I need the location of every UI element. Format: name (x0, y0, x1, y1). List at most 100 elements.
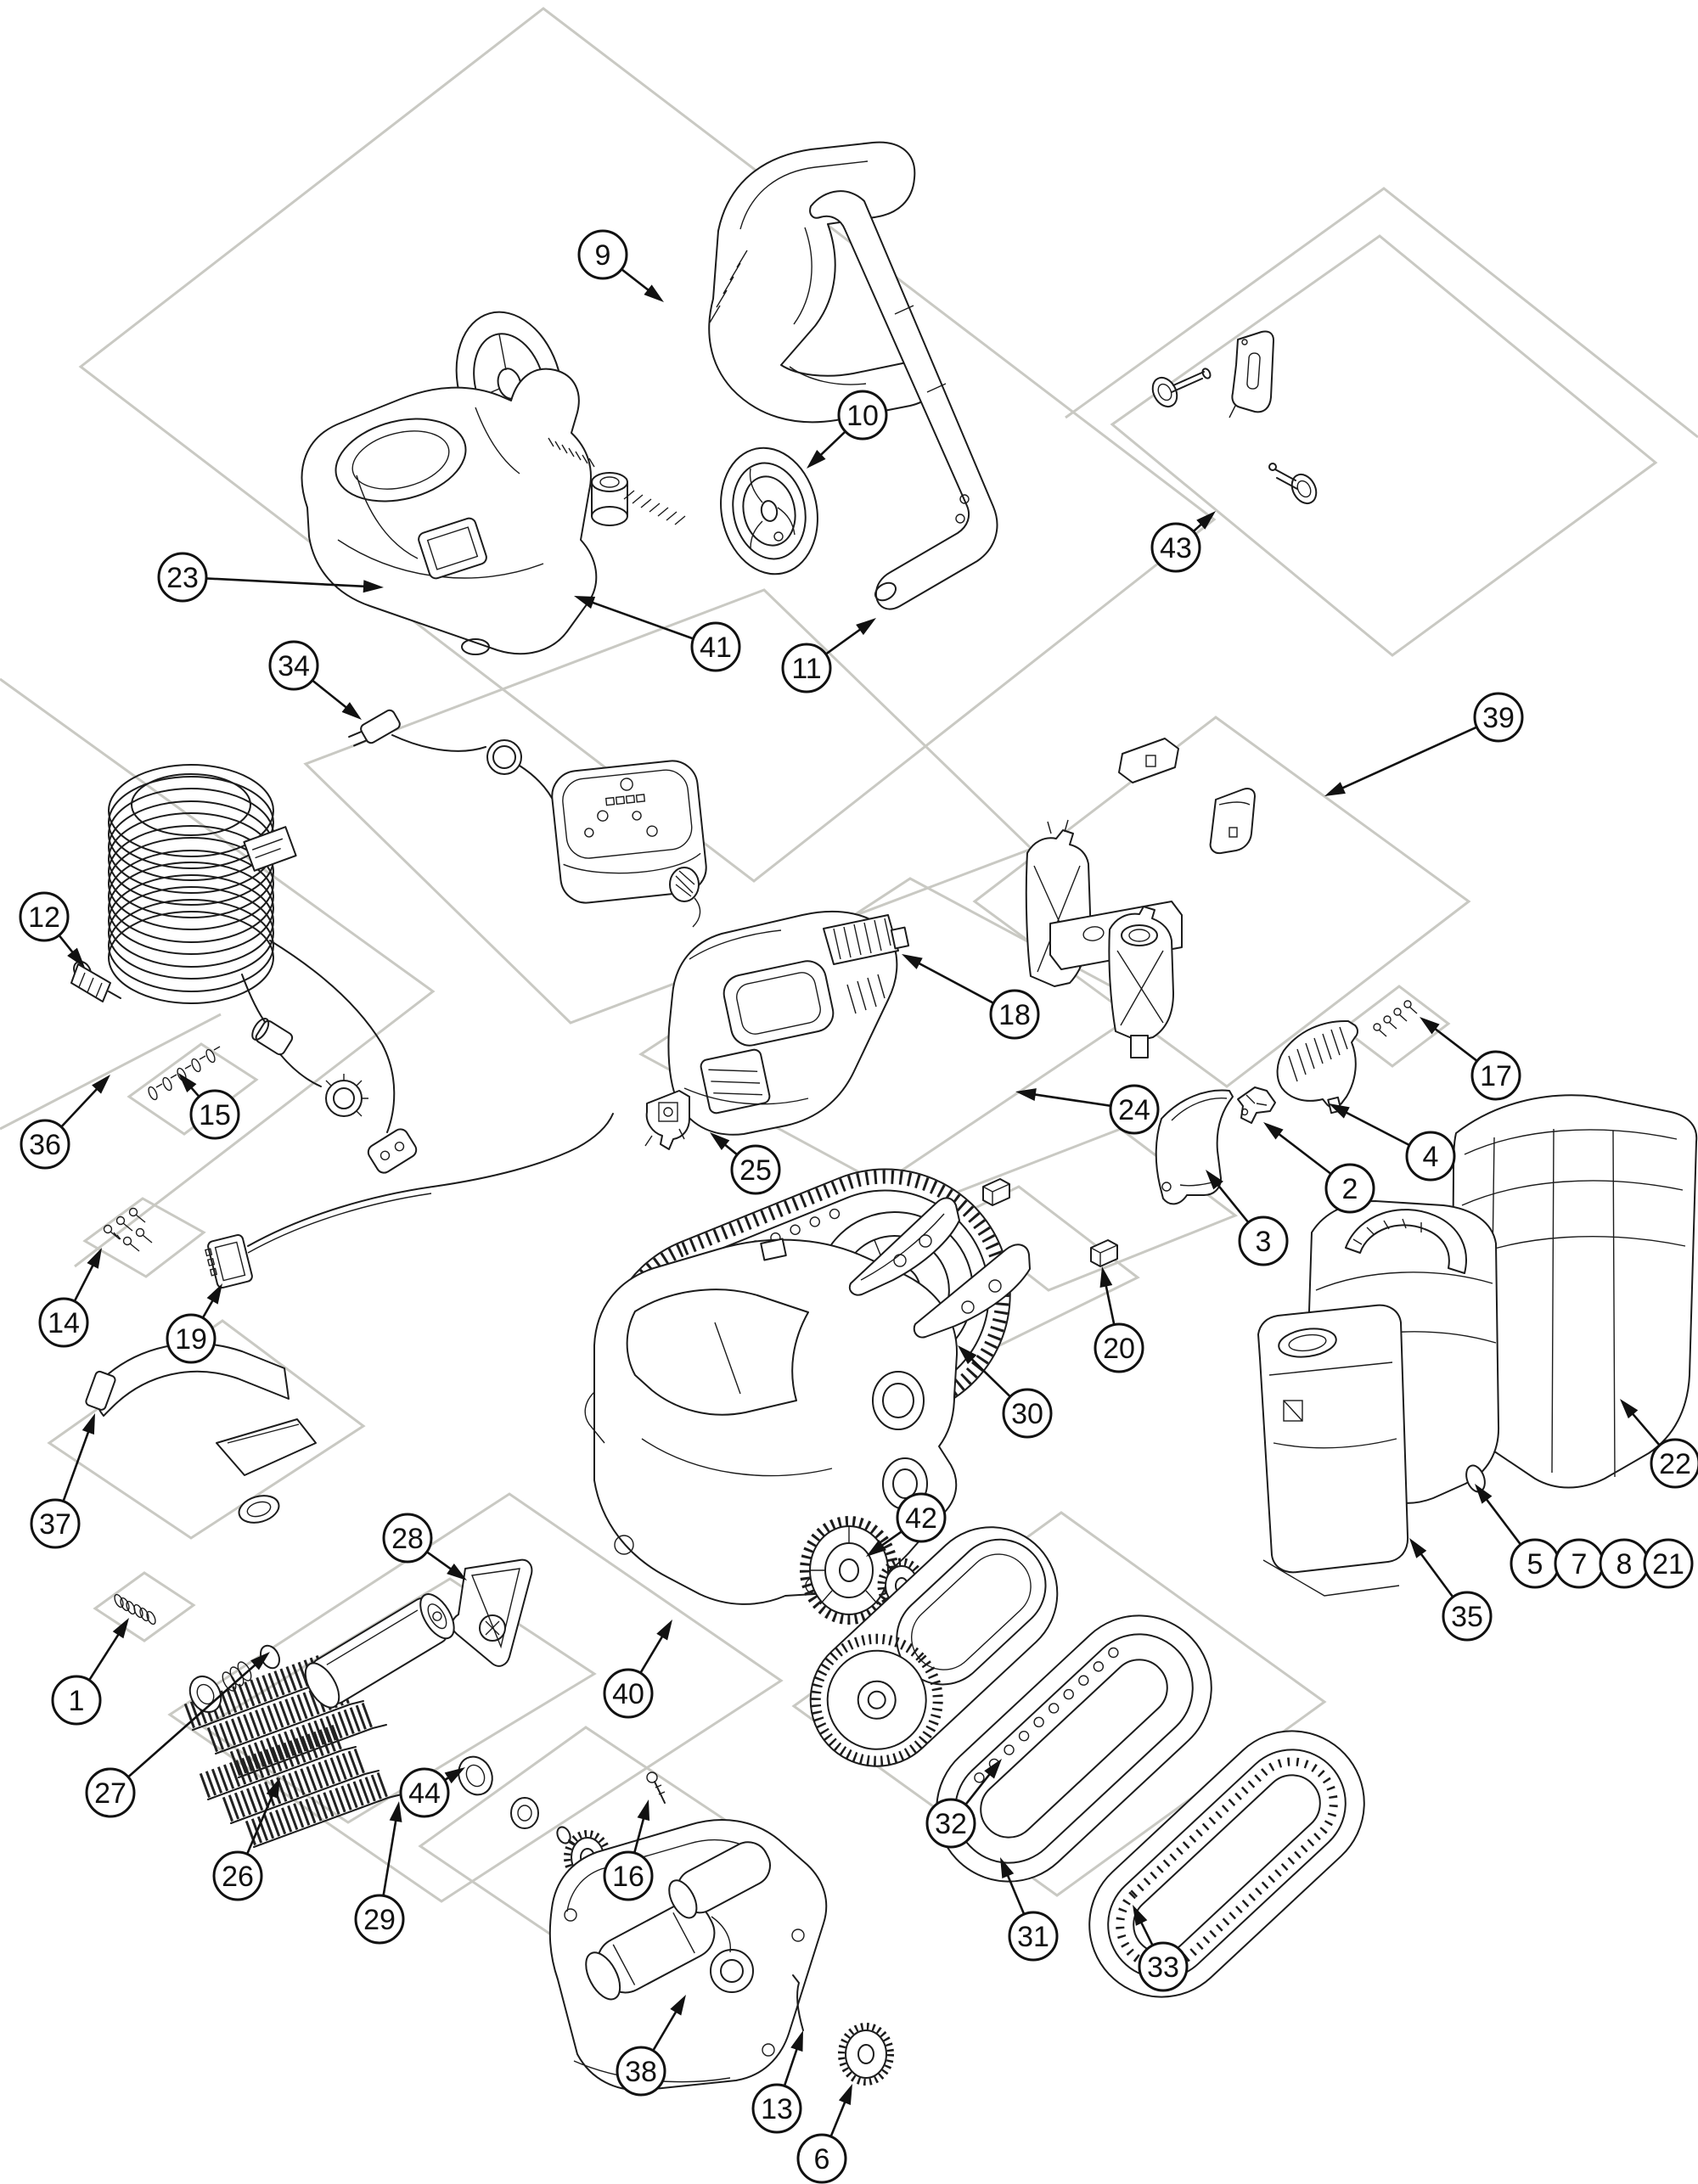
balloon-40: 40 (603, 1620, 672, 1719)
balloon-circle-43 (1150, 522, 1201, 573)
balloon-number-11: 11 (791, 653, 821, 685)
leader-line-40 (639, 1631, 666, 1674)
balloon-number-35: 35 (1451, 1601, 1483, 1633)
part-caddy-body (301, 311, 686, 655)
part-bottom-plate-38 (548, 1819, 828, 2091)
balloon-13: 13 (751, 2030, 803, 2134)
balloon-circle-24 (1109, 1084, 1160, 1135)
part-bumper-37 (85, 1342, 317, 1524)
leader-arrowhead-20 (1099, 1266, 1113, 1289)
balloon-number-10: 10 (846, 400, 879, 432)
balloon-number-16: 16 (612, 1861, 644, 1893)
balloon-2: 2 (1263, 1122, 1375, 1214)
balloon-number-12: 12 (28, 901, 60, 934)
leader-line-4 (1341, 1109, 1410, 1147)
balloon-32: 32 (925, 1759, 1002, 1849)
leader-arrowhead-36 (92, 1075, 110, 1094)
balloon-circle-18 (989, 989, 1040, 1040)
balloon-circle-1 (51, 1675, 102, 1726)
boundary-brush-group (167, 1492, 784, 1903)
balloon-number-41: 41 (700, 632, 732, 664)
balloon-circle-4 (1405, 1131, 1456, 1182)
leader-arrowhead-33 (1133, 1905, 1148, 1926)
balloon-circle-25 (730, 1144, 781, 1195)
leader-line-11 (824, 626, 865, 655)
leader-arrowhead-28 (447, 1563, 467, 1580)
part-top-cover (644, 910, 910, 1150)
balloon-number-3: 3 (1256, 1226, 1272, 1258)
leader-arrowhead-11 (856, 618, 876, 636)
balloon-30: 30 (958, 1345, 1053, 1439)
leader-arrowhead-34 (341, 702, 362, 720)
balloon-number-40: 40 (612, 1678, 644, 1710)
part-spring-kit-1 (114, 1593, 156, 1625)
balloon-31: 31 (1000, 1857, 1059, 1962)
balloon-number-9: 9 (595, 239, 611, 272)
balloon-circle-15 (189, 1089, 240, 1140)
balloon-14: 14 (38, 1248, 102, 1348)
balloon-number-23: 23 (166, 562, 199, 594)
balloon-17: 17 (1420, 1017, 1521, 1101)
leader-arrowhead-6 (838, 2084, 852, 2106)
balloon-21: 21 (1643, 1538, 1694, 1589)
leader-arrowhead-2 (1263, 1122, 1284, 1140)
balloon-circle-17 (1470, 1050, 1521, 1101)
balloon-circle-11 (781, 643, 832, 693)
balloon-number-28: 28 (391, 1523, 424, 1555)
leader-line-5 (1482, 1495, 1522, 1546)
leader-line-1 (87, 1630, 122, 1682)
balloon-circle-27 (85, 1767, 136, 1818)
balloon-11: 11 (781, 618, 876, 693)
balloon-circle-41 (690, 621, 741, 672)
balloon-circle-9 (577, 229, 628, 280)
balloon-circle-39 (1473, 692, 1524, 743)
leader-line-28 (426, 1551, 456, 1573)
balloon-12: 12 (19, 891, 85, 968)
balloon-number-29: 29 (363, 1904, 396, 1936)
balloon-circle-31 (1008, 1911, 1059, 1962)
leader-line-35 (1417, 1549, 1454, 1598)
balloon-number-26: 26 (222, 1861, 254, 1893)
part-flap-3 (1155, 1089, 1234, 1205)
balloon-38: 38 (616, 1995, 686, 2097)
balloon-circle-28 (382, 1513, 433, 1564)
leader-line-20 (1104, 1281, 1116, 1325)
balloon-circle-22 (1650, 1438, 1698, 1489)
leader-line-2 (1274, 1130, 1332, 1176)
part-screw-kit-17 (1373, 1000, 1418, 1037)
balloon-number-4: 4 (1423, 1141, 1439, 1173)
leader-line-26 (245, 1791, 276, 1855)
caddy-post (591, 472, 628, 526)
part-gear-6 (838, 2023, 894, 2086)
balloon-number-27: 27 (94, 1777, 127, 1810)
leader-line-3 (1214, 1181, 1250, 1224)
balloon-circle-33 (1138, 1941, 1189, 1992)
balloon-circle-32 (925, 1798, 976, 1849)
balloon-circle-13 (751, 2083, 802, 2134)
part-handle-tube (809, 190, 998, 610)
leader-line-34 (312, 679, 351, 711)
leader-line-38 (652, 2007, 679, 2052)
balloon-29: 29 (354, 1801, 405, 1945)
leader-arrowhead-41 (574, 596, 596, 609)
balloon-16: 16 (603, 1799, 654, 1901)
part-filter-basket-group (1257, 1094, 1698, 1597)
leader-arrowhead-40 (656, 1620, 672, 1641)
balloon-circle-12 (19, 891, 70, 942)
balloon-33: 33 (1133, 1905, 1189, 1992)
balloon-6: 6 (796, 2084, 852, 2184)
part-handle-clip (708, 141, 938, 424)
balloon-9: 9 (577, 229, 664, 302)
balloon-7: 7 (1554, 1538, 1605, 1589)
balloon-number-19: 19 (175, 1323, 207, 1356)
balloon-circle-30 (1002, 1388, 1053, 1439)
balloon-circle-20 (1094, 1322, 1144, 1373)
balloon-number-8: 8 (1616, 1548, 1633, 1580)
leader-line-29 (382, 1816, 398, 1896)
balloon-number-1: 1 (69, 1685, 85, 1717)
leader-arrowhead-13 (790, 2030, 803, 2052)
balloon-10: 10 (807, 390, 888, 469)
balloon-number-6: 6 (814, 2143, 830, 2176)
balloon-15: 15 (178, 1073, 240, 1140)
balloon-number-44: 44 (408, 1777, 441, 1810)
